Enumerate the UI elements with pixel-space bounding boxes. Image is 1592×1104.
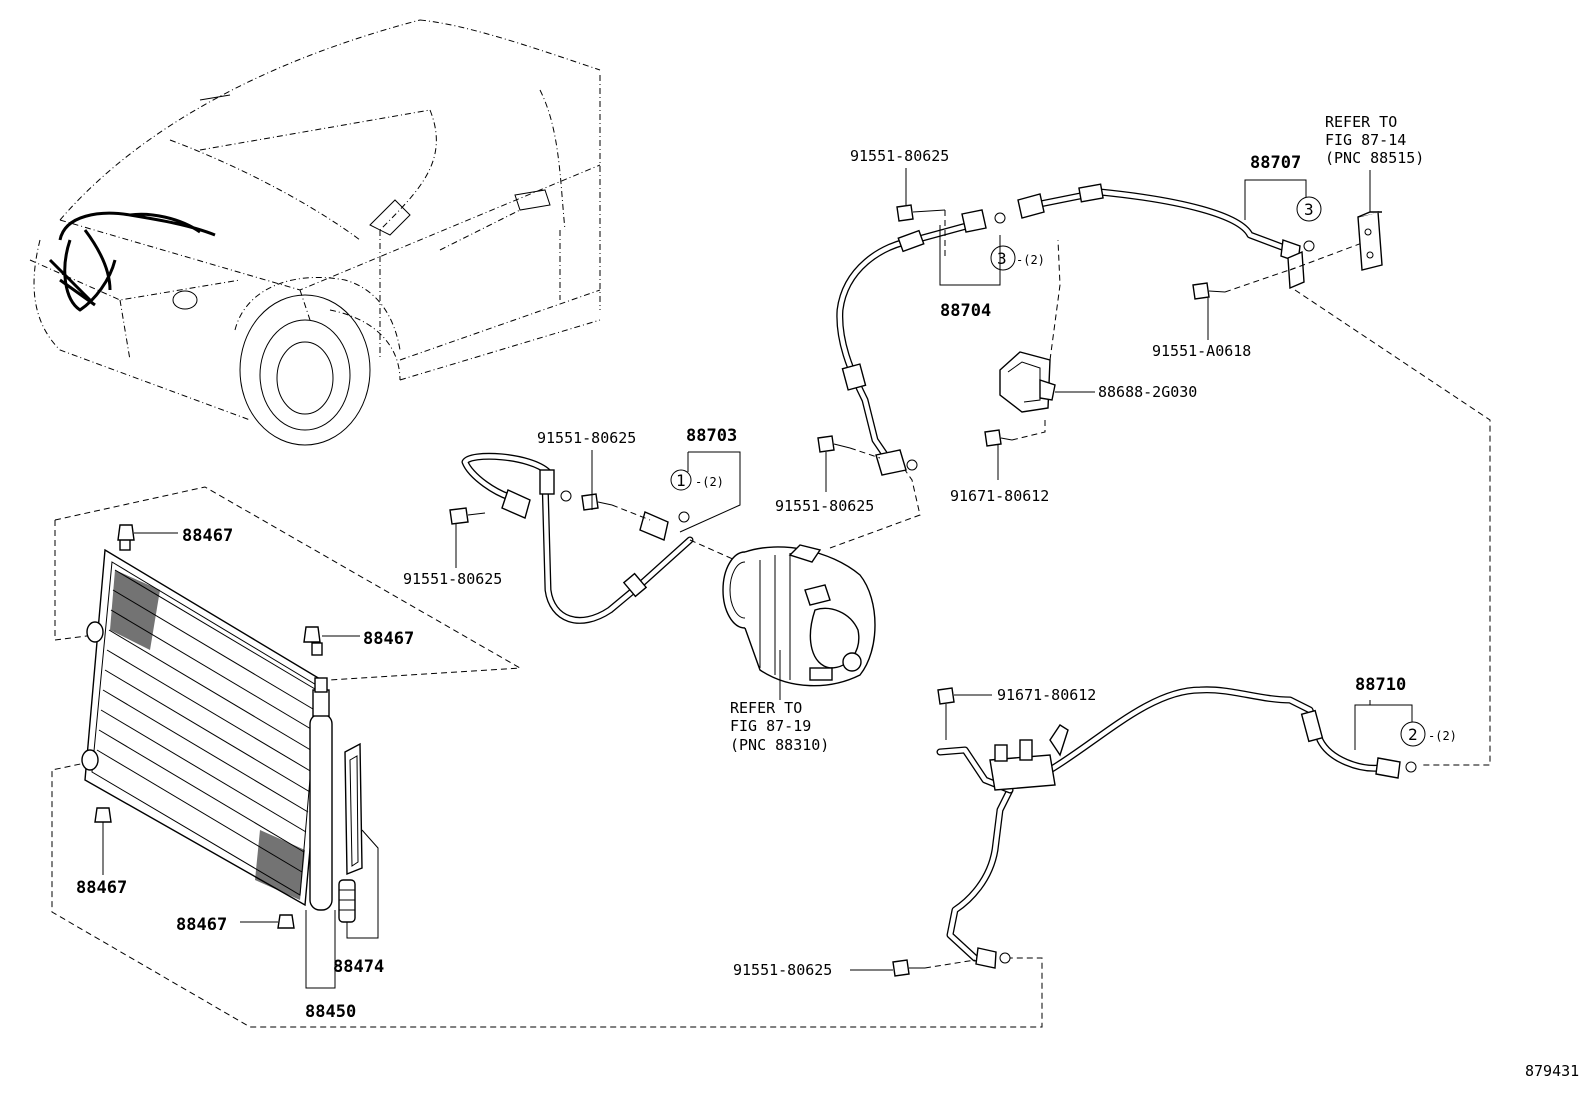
label-cushion-b: 88467 — [363, 629, 414, 649]
dryer-88474[interactable] — [338, 742, 363, 923]
cushion-88467-lower[interactable] — [94, 807, 112, 823]
label-refer-87-19-line1: REFER TO — [730, 699, 802, 717]
label-88707: 88707 — [1250, 153, 1301, 173]
label-88710: 88710 — [1355, 675, 1406, 695]
label-circle-3b: 3 — [1304, 200, 1314, 219]
tube-88707-leaders — [1224, 179, 1491, 766]
label-88703: 88703 — [686, 426, 737, 446]
hose-88703-leaders — [455, 450, 741, 568]
bolt-88703-left[interactable] — [449, 507, 486, 525]
bolt-88704-lower[interactable] — [817, 435, 851, 453]
label-88474: 88474 — [333, 957, 384, 977]
label-bolt-88703: 91551-80625 — [537, 429, 636, 447]
cushion-88467-right[interactable] — [303, 626, 321, 643]
compressor[interactable] — [722, 544, 876, 700]
label-cushion-c: 88467 — [76, 878, 127, 898]
label-cushion-d: 88467 — [176, 915, 227, 935]
label-refer-87-19-line3: (PNC 88310) — [730, 736, 829, 754]
discharge-hose-88703[interactable] — [461, 452, 694, 624]
bracket-88688-2g030[interactable] — [999, 239, 1095, 441]
tube-88710[interactable] — [936, 686, 1417, 969]
vehicle-outline — [29, 19, 601, 446]
label-bolt-bottom: 91551-80625 — [733, 961, 832, 979]
cushion-88467-bottom[interactable] — [277, 914, 295, 929]
tube-88710-leaders — [1354, 700, 1426, 750]
label-qty-3: -(2) — [1016, 253, 1045, 267]
condenser-leaders — [102, 532, 379, 989]
bolt-88703-right[interactable] — [581, 493, 613, 511]
label-circle-1: 1 — [676, 471, 686, 490]
bolt-88704-top[interactable] — [896, 204, 946, 222]
label-bolt-80612-top: 91671-80612 — [950, 487, 1049, 505]
label-bolt-80612-low: 91671-80612 — [997, 686, 1096, 704]
label-bolt-a0618: 91551-A0618 — [1152, 342, 1251, 360]
bolt-a0618[interactable] — [1192, 282, 1226, 340]
label-refer-87-14-line1: REFER TO — [1325, 113, 1397, 131]
figure-number: 879431 — [1525, 1062, 1579, 1080]
tube-88707[interactable] — [1017, 183, 1315, 290]
label-cushion-a: 88467 — [182, 526, 233, 546]
label-bolt-left: 91551-80625 — [403, 570, 502, 588]
cushion-88467-top[interactable] — [117, 524, 135, 541]
label-qty-2: -(2) — [1428, 729, 1457, 743]
condenser-88450[interactable] — [51, 486, 1043, 1028]
label-refer-87-14-line2: FIG 87-14 — [1325, 131, 1406, 149]
hose-88704-leaders — [825, 168, 1016, 492]
bolt-80612-low[interactable] — [937, 687, 992, 740]
compressor-suction-leader — [829, 469, 921, 549]
label-refer-87-19-line2: FIG 87-19 — [730, 717, 811, 735]
expansion-valve[interactable] — [1357, 170, 1383, 271]
bolt-80612-top[interactable] — [984, 429, 1013, 480]
bolt-bottom[interactable] — [850, 959, 976, 977]
label-qty-1: -(2) — [695, 475, 724, 489]
label-bolt-center: 91551-80625 — [775, 497, 874, 515]
label-bolt-top: 91551-80625 — [850, 147, 949, 165]
label-88704: 88704 — [940, 301, 991, 321]
label-circle-3a: 3 — [997, 249, 1007, 268]
label-refer-87-14-line3: (PNC 88515) — [1325, 149, 1424, 167]
label-circle-2: 2 — [1408, 725, 1418, 744]
suction-hose-88704[interactable] — [836, 209, 1006, 476]
part-labels: 91551-80625 88704 3 -(2) 88707 3 REFER T… — [76, 113, 1579, 1080]
label-bracket: 88688-2G030 — [1098, 383, 1197, 401]
label-88450: 88450 — [305, 1002, 356, 1022]
